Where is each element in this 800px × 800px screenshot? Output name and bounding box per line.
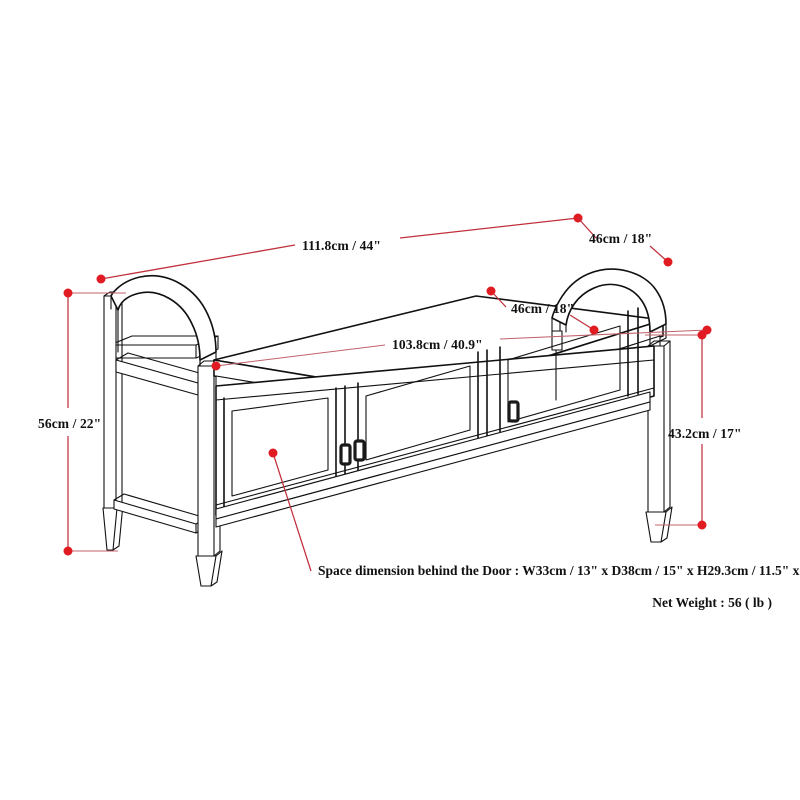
- seat-width-label: 103.8cm / 40.9": [392, 337, 483, 352]
- bench-drawing: [102, 268, 673, 587]
- cabinet-door-right[interactable]: [486, 310, 629, 437]
- seat-height-label: 43.2cm / 17": [668, 426, 742, 441]
- overall-depth-dimension: 46cm / 18": [577, 217, 673, 267]
- overall-width-label: 111.8cm / 44": [302, 238, 381, 253]
- overall-height-dimension: 56cm / 22": [38, 288, 126, 556]
- bottom-stretcher-rail: [215, 391, 651, 528]
- left-side-shelf: [115, 352, 211, 396]
- net-weight-label: Net Weight : 56 ( lb ): [652, 595, 772, 610]
- net-weight: Net Weight : 56 ( lb ): [652, 595, 772, 610]
- overall-height-label: 56cm / 22": [38, 416, 101, 431]
- leg-front-left: [195, 360, 223, 587]
- door-handle-right[interactable]: [507, 400, 520, 423]
- cabinet-body: [215, 345, 655, 516]
- overall-width-dimension: 111.8cm / 44": [96, 213, 583, 284]
- door-handle-left[interactable]: [339, 443, 352, 466]
- seat-width-dimension: 103.8cm / 40.9": [211, 325, 712, 371]
- left-bottom-stretcher: [113, 493, 207, 534]
- cabinet-door-left[interactable]: [223, 387, 337, 509]
- door-space-note-label: Space dimension behind the Door : W33cm …: [318, 563, 800, 578]
- seat-depth-label: 46cm / 18": [511, 301, 574, 316]
- door-space-note: Space dimension behind the Door : W33cm …: [268, 448, 800, 578]
- door-handle-center[interactable]: [353, 439, 366, 462]
- seat-depth-dimension: 46cm / 18": [486, 286, 599, 335]
- overall-depth-label: 46cm / 18": [589, 231, 652, 246]
- leg-back-left: [102, 291, 124, 551]
- seat-height-dimension: 43.2cm / 17": [645, 330, 742, 530]
- left-armrest: [110, 275, 217, 375]
- right-rear-post: [551, 330, 563, 351]
